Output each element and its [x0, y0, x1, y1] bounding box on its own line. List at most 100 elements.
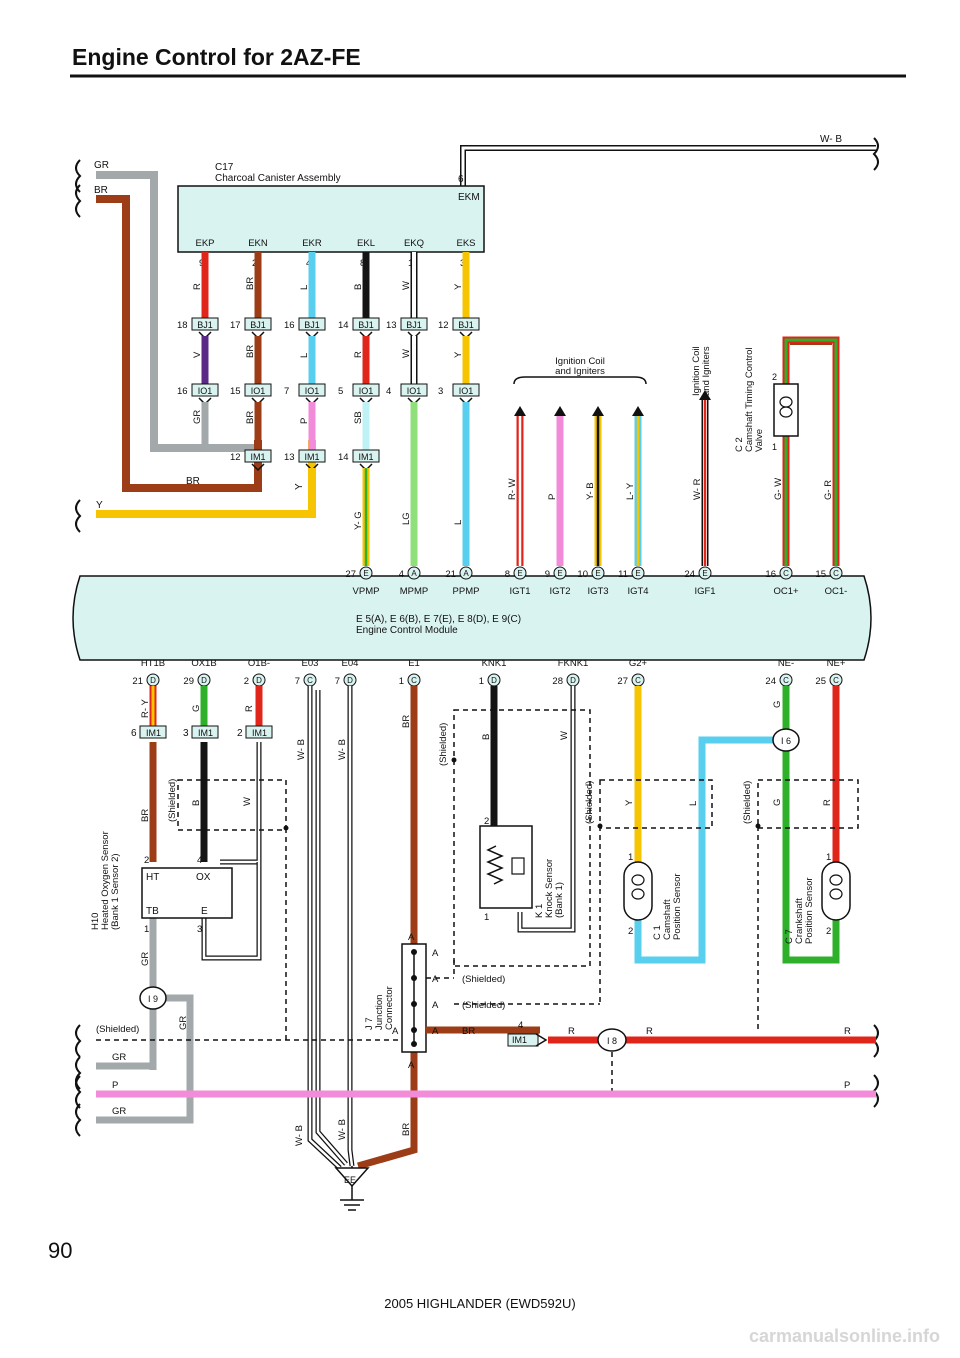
canister-code: C17: [215, 162, 234, 173]
j7-pin-4: A: [432, 1026, 439, 1037]
o2-pin-e: 3: [197, 924, 202, 935]
ign-group-label2: and Igniters: [555, 366, 605, 377]
wire-label-r-crank: R: [822, 799, 833, 806]
io1-connector-3: [352, 383, 380, 397]
cam-pin-bot: 2: [628, 926, 633, 937]
ecm-top-conn-0: [359, 566, 373, 580]
im1-pin-r: 4: [518, 1020, 523, 1031]
im1-connector-ox: [191, 725, 219, 739]
wire-label-b-o2: B: [191, 800, 202, 806]
ecm-top-pin-num-2: 21: [445, 569, 456, 580]
wire-label-canister-4-b: W: [401, 349, 412, 358]
wire-label-y: Y: [96, 500, 103, 511]
wire-label-br-e1b: BR: [401, 1123, 412, 1136]
wire-label-p-b2: P: [844, 1080, 850, 1091]
cam-shield: [599, 779, 713, 829]
ecm-name2: Engine Control Module: [356, 625, 458, 636]
ecm-bottom-conn-label-3: C: [307, 676, 313, 685]
bj1-connector-5-label: BJ1: [458, 320, 474, 330]
im1-pin-w: 2: [237, 728, 243, 739]
wire-label-canister-3-a: B: [353, 284, 364, 290]
ecm-bottom-conn-label-8: C: [635, 676, 641, 685]
wire-label-canister-1-a: BR: [245, 277, 256, 290]
im1-connector-top-2-label: IM1: [304, 452, 319, 462]
ecm-top-conn-1: [407, 566, 421, 580]
arrow-up-icon: [632, 406, 644, 416]
page-title: Engine Control for 2AZ-FE: [72, 44, 361, 70]
ecm-top-pin-num-6: 11: [618, 569, 628, 580]
wire-label-wb1: W- B: [296, 739, 307, 760]
ecm-top-pin-num-9: 15: [815, 569, 826, 580]
ecm-top-conn-6: [631, 566, 645, 580]
bj1-connector-3-label: BJ1: [358, 320, 374, 330]
im1-label-r: IM1: [512, 1035, 527, 1045]
j7-code: J 7: [364, 1017, 375, 1030]
wire-label-br-o2: BR: [140, 809, 151, 822]
cam-shielded: (Shielded): [584, 781, 595, 824]
im1-connector-top-3-label: IM1: [358, 452, 373, 462]
arrow-up-icon: [514, 406, 526, 416]
wire-label-ry: R- Y: [140, 699, 151, 718]
wire-label-canister-3-b: R: [353, 351, 364, 358]
o2-shielded-label: (Shielded): [167, 779, 178, 822]
canister-pin-ekq: EKQ: [404, 238, 424, 249]
bj1-connector-4-label: BJ1: [406, 320, 422, 330]
io1-pin-3: 5: [338, 386, 343, 397]
im1-pin-top-1: 12: [230, 452, 241, 463]
o2-ox-label: OX: [196, 872, 211, 883]
io1-connector-2-label: IO1: [305, 386, 320, 396]
cam-name2: Position Sensor: [672, 873, 683, 940]
watermark: carmanualsonline.info: [748, 1326, 940, 1346]
j7-pin-5: A: [392, 1026, 399, 1037]
io1-connector-1: [244, 383, 272, 397]
crank-pin-bot: 2: [826, 926, 831, 937]
bj1-pin-1: 17: [230, 320, 241, 331]
ecm-bottom-pin-num-3: 7: [295, 676, 300, 687]
ecm-top-pin-ppmp: PPMP: [453, 586, 480, 597]
ekm-pin: 6: [458, 174, 464, 185]
io1-pin-1: 15: [230, 386, 241, 397]
io1-connector-4: [400, 383, 428, 397]
im1-connector-ht: [139, 725, 167, 739]
wire-label-ign-1: P: [547, 494, 558, 500]
ecm-bottom-conn-label-4: D: [347, 676, 353, 685]
wire-y-left: [96, 440, 316, 518]
ecm-bottom-pin-ox1b: OX1B: [191, 658, 216, 669]
ocv-coil-icon: [779, 396, 793, 418]
wire-wb-ekm: [460, 145, 876, 188]
ecm-top-pin-num-4: 9: [545, 569, 550, 580]
im1-connector-top-3: [352, 449, 380, 463]
ocv-box: [773, 383, 799, 437]
o2-ht-label: HT: [146, 872, 159, 883]
wire-label-b-knock: B: [481, 734, 492, 740]
crank-name2: Position Sensor: [804, 877, 815, 944]
wire-label-io-seg-0: GR: [192, 410, 203, 424]
ecm-bottom-conn-label-5: C: [411, 676, 417, 685]
ecm-bottom-pin-ne+: NE+: [827, 658, 846, 669]
io1-pin-0: 16: [177, 386, 188, 397]
knock-sensor-box: [479, 825, 533, 909]
ecm-name1: E 5(A), E 6(B), E 7(E), E 8(D), E 9(C): [356, 614, 521, 625]
io1-connector-4-label: IO1: [407, 386, 422, 396]
wire-label-y-cam: Y: [624, 799, 635, 806]
ocv-pin-bottom: 1: [772, 442, 777, 452]
ecm-top-pin-num-1: 4: [399, 569, 404, 580]
bj1-pin-4: 13: [386, 320, 397, 331]
ecm-top-conn-3: [513, 566, 527, 580]
bj1-pin-5: 12: [438, 320, 449, 331]
ecm-bottom-conn-label-2: D: [256, 676, 262, 685]
page-number: 90: [48, 1238, 73, 1263]
wire-label-r-3: R: [844, 1026, 851, 1037]
knock-pin-bot: 1: [484, 912, 489, 923]
charcoal-canister-box: [177, 185, 485, 253]
canister-pins: EKP9RBJ118VIO116EKN2BRBJ117BRIO115EKR4LB…: [177, 238, 480, 566]
ecm-top-conn-label-0: E: [363, 569, 368, 578]
wire-label-y2: Y: [294, 483, 305, 490]
wire-label-r-2: R: [646, 1026, 653, 1037]
ecm-top-pin-mpmp: MPMP: [400, 586, 429, 597]
wire-br-left: [96, 195, 262, 492]
crank-shield: [757, 779, 859, 829]
wire-label-ecm-top-0: Y- G: [353, 511, 364, 530]
bottom-shielded: (Shielded): [96, 1024, 139, 1035]
